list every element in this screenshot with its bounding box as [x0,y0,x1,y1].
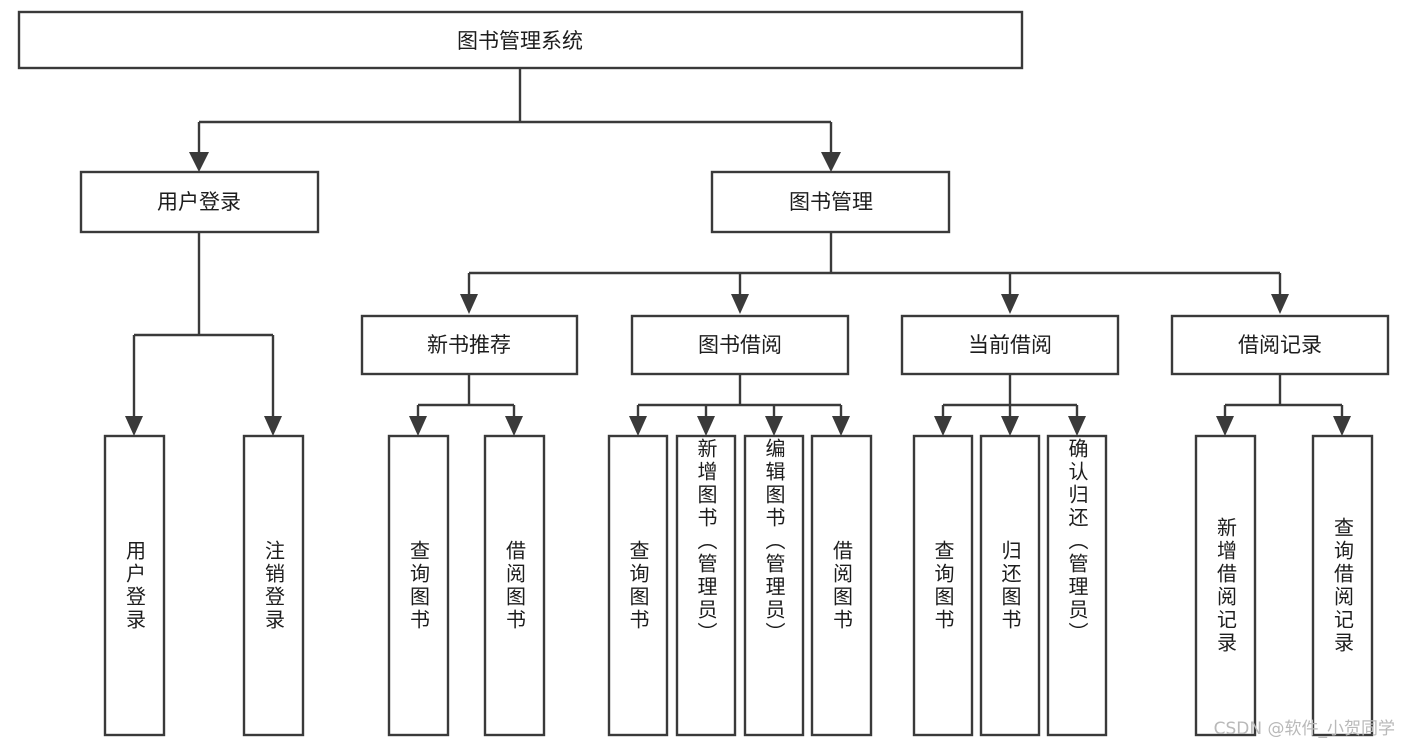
arrowhead-current-borrow [1001,294,1019,314]
node-leaf-add-book-label: 新增图书（管理员） [694,438,718,645]
node-current-borrow-label: 当前借阅 [968,333,1052,357]
node-leaf-add-book[interactable]: 新增图书（管理员） [675,434,737,737]
node-new-book-recommend[interactable]: 新书推荐 [360,314,579,376]
node-leaf-query-book-2-label: 查询图书 [626,539,650,632]
node-current-borrow[interactable]: 当前借阅 [900,314,1120,376]
node-book-borrow[interactable]: 图书借阅 [630,314,850,376]
arrowhead-user-login [189,152,209,172]
node-book-manage[interactable]: 图书管理 [710,170,951,234]
node-leaf-add-record-label: 新增借阅记录 [1213,516,1238,655]
node-leaf-query-record-box[interactable] [1311,434,1374,737]
node-leaf-query-book-1-label: 查询图书 [406,539,431,632]
node-leaf-borrow-book-2-label: 借阅图书 [829,539,854,632]
arrowhead-book-borrow [731,294,749,314]
arrowhead-borrow-record [1271,294,1289,314]
node-borrow-record[interactable]: 借阅记录 [1170,314,1390,376]
arrowhead-leaf-query-book-2 [629,416,647,436]
node-leaf-borrow-book-1-label: 借阅图书 [502,539,527,632]
node-layer: 图书管理系统 用户登录 图书管理 新书推荐 图书借阅 当前借阅 借阅记录 [17,10,1390,737]
node-leaf-query-book-3-label: 查询图书 [931,539,955,632]
arrowhead-leaf-return-book [1001,416,1019,436]
node-leaf-return-book-box[interactable] [979,434,1041,737]
node-borrow-record-box[interactable] [1170,314,1390,376]
node-root-label: 图书管理系统 [457,29,583,53]
arrowhead-leaf-logout-login [264,416,282,436]
node-leaf-edit-book-box[interactable] [743,434,805,737]
edge-layer [125,68,1351,436]
arrowhead-leaf-confirm-return [1068,416,1086,436]
node-leaf-query-record-label: 查询借阅记录 [1330,516,1355,655]
node-new-book-recommend-box[interactable] [360,314,579,376]
node-leaf-logout-login[interactable]: 注销登录 [242,434,305,737]
node-leaf-query-book-3-box[interactable] [912,434,974,737]
node-leaf-user-login-box[interactable] [103,434,166,737]
node-leaf-query-book-2[interactable]: 查询图书 [607,434,669,737]
node-leaf-query-book-1-box[interactable] [387,434,450,737]
node-leaf-query-book-2-box[interactable] [607,434,669,737]
node-leaf-edit-book[interactable]: 编辑图书（管理员） [743,434,805,737]
node-user-login-label: 用户登录 [157,190,241,214]
arrowhead-new-book-recommend [460,294,478,314]
node-book-borrow-box[interactable] [630,314,850,376]
node-leaf-query-book-1[interactable]: 查询图书 [387,434,450,737]
node-leaf-user-login[interactable]: 用户登录 [103,434,166,737]
node-leaf-confirm-return-box[interactable] [1046,434,1108,737]
node-leaf-confirm-return-label: 确认归还（管理员） [1065,438,1089,645]
node-book-borrow-label: 图书借阅 [698,333,782,357]
node-leaf-add-record[interactable]: 新增借阅记录 [1194,434,1257,737]
node-new-book-recommend-label: 新书推荐 [427,333,511,357]
arrowhead-leaf-borrow-book-1 [505,416,523,436]
node-root[interactable]: 图书管理系统 [17,10,1024,70]
node-leaf-logout-login-box[interactable] [242,434,305,737]
node-leaf-add-record-box[interactable] [1194,434,1257,737]
node-book-manage-label: 图书管理 [789,190,873,214]
node-leaf-borrow-book-2[interactable]: 借阅图书 [810,434,873,737]
node-user-login-box[interactable] [79,170,320,234]
arrowhead-book-manage [821,152,841,172]
node-leaf-edit-book-label: 编辑图书（管理员） [762,438,786,645]
node-root-box[interactable] [17,10,1024,70]
node-leaf-query-book-3[interactable]: 查询图书 [912,434,974,737]
arrowhead-leaf-edit-book [765,416,783,436]
arrowhead-leaf-user-login [125,416,143,436]
node-leaf-confirm-return[interactable]: 确认归还（管理员） [1046,434,1108,737]
node-current-borrow-box[interactable] [900,314,1120,376]
node-leaf-query-record[interactable]: 查询借阅记录 [1311,434,1374,737]
node-leaf-borrow-book-1-box[interactable] [483,434,546,737]
node-leaf-borrow-book-2-box[interactable] [810,434,873,737]
node-leaf-return-book[interactable]: 归还图书 [979,434,1041,737]
arrowhead-leaf-query-book-1 [409,416,427,436]
node-leaf-add-book-box[interactable] [675,434,737,737]
arrowhead-leaf-add-book [697,416,715,436]
node-borrow-record-label: 借阅记录 [1238,333,1322,357]
arrowhead-leaf-borrow-book-2 [832,416,850,436]
node-leaf-user-login-label: 用户登录 [122,539,147,632]
node-leaf-borrow-book-1[interactable]: 借阅图书 [483,434,546,737]
node-leaf-logout-login-label: 注销登录 [261,539,286,632]
arrowhead-leaf-query-record [1333,416,1351,436]
arrowhead-leaf-query-book-3 [934,416,952,436]
arrowhead-leaf-add-record [1216,416,1234,436]
node-leaf-return-book-label: 归还图书 [998,539,1022,632]
node-user-login[interactable]: 用户登录 [79,170,320,234]
node-book-manage-box[interactable] [710,170,951,234]
